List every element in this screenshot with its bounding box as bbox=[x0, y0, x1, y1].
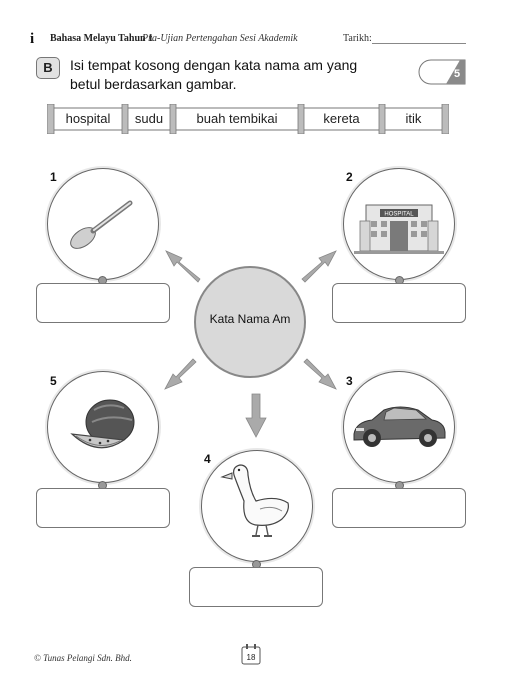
page-number: 18 bbox=[247, 653, 256, 662]
item-1-circle bbox=[47, 168, 159, 280]
item-3-number: 3 bbox=[346, 374, 353, 388]
word-sudu: sudu bbox=[134, 111, 164, 126]
word-hospital: hospital bbox=[65, 111, 111, 126]
arrow-to-item-2 bbox=[301, 250, 337, 283]
item-2-circle: HOSPITAL bbox=[343, 168, 455, 280]
word-itik: itik bbox=[405, 111, 422, 126]
item-2-number: 2 bbox=[346, 170, 353, 184]
publisher-logo-icon: i bbox=[30, 31, 35, 47]
page-number-badge: 18 bbox=[241, 644, 261, 665]
arrow-to-item-4 bbox=[245, 393, 267, 438]
item-2-answer-box[interactable] bbox=[332, 283, 466, 323]
item-5-number: 5 bbox=[50, 374, 57, 388]
item-3-circle bbox=[343, 371, 455, 483]
center-circle bbox=[194, 266, 306, 378]
word-bank: hospital sudu buah tembikai kereta itik bbox=[47, 104, 449, 134]
word-buah-tembikai: buah tembikai bbox=[196, 111, 278, 126]
item-5-answer-box[interactable] bbox=[36, 488, 170, 528]
spoon-icon bbox=[70, 200, 133, 249]
instruction-text: Isi tempat kosong dengan kata nama am ya… bbox=[70, 57, 358, 92]
center-label: Kata Nama Am bbox=[209, 312, 291, 326]
date-label: Tarikh: bbox=[343, 33, 372, 44]
item-4-answer-box[interactable] bbox=[189, 567, 323, 607]
section-badge: B bbox=[36, 57, 60, 79]
car-icon bbox=[353, 406, 446, 447]
item-1-answer-box[interactable] bbox=[36, 283, 170, 323]
watermelon-icon bbox=[70, 399, 135, 449]
word-bank-frame bbox=[47, 104, 449, 134]
arrow-to-item-3 bbox=[303, 358, 337, 390]
word-kereta: kereta bbox=[323, 111, 360, 126]
book-subtitle: Pra-Ujian Pertengahan Sesi Akademik bbox=[142, 33, 298, 44]
item-1-number: 1 bbox=[50, 170, 57, 184]
date-line[interactable] bbox=[372, 43, 466, 44]
copyright-text: © Tunas Pelangi Sdn. Bhd. bbox=[34, 653, 132, 663]
arrow-to-item-1 bbox=[165, 250, 201, 283]
item-5-circle bbox=[47, 371, 159, 483]
hospital-sign: HOSPITAL bbox=[384, 212, 414, 218]
score-value: 5 bbox=[454, 68, 460, 80]
book-title: Bahasa Melayu Tahun 1 bbox=[50, 33, 154, 44]
item-3-answer-box[interactable] bbox=[332, 488, 466, 528]
score-badge: 5 bbox=[418, 59, 466, 85]
arrow-to-item-5 bbox=[164, 358, 197, 390]
item-4-number: 4 bbox=[204, 452, 211, 466]
hospital-building-icon: HOSPITAL bbox=[354, 204, 444, 254]
item-4-circle bbox=[201, 450, 313, 562]
duck-icon bbox=[220, 464, 289, 537]
